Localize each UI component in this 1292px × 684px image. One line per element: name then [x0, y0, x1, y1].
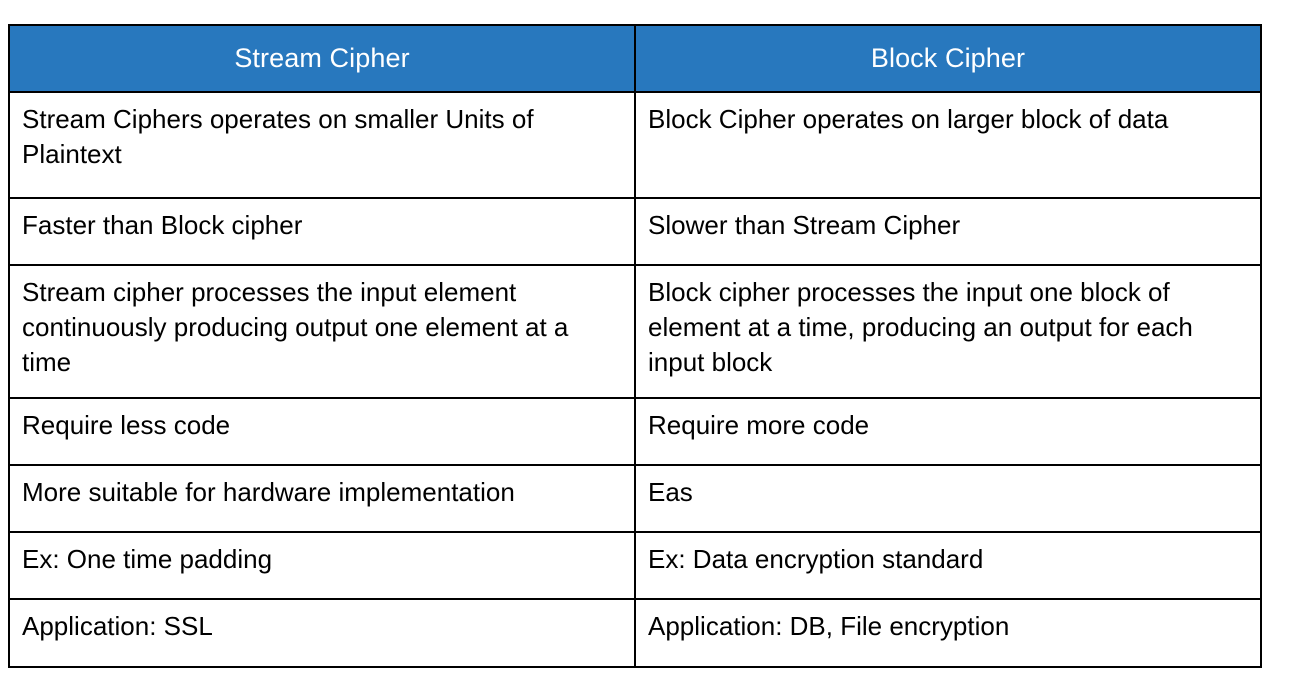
- cell-block-cipher-4: Require more code: [634, 397, 1262, 466]
- column-header-stream-cipher: Stream Cipher: [8, 24, 636, 93]
- cipher-comparison-table: Stream Cipher Block Cipher Stream Cipher…: [8, 24, 1262, 668]
- cell-block-cipher-1: Block Cipher operates on larger block of…: [634, 91, 1262, 199]
- table-row: Faster than Block cipher Slower than Str…: [8, 197, 1262, 266]
- cell-block-cipher-7: Application: DB, File encryption: [634, 598, 1262, 668]
- cell-stream-cipher-6: Ex: One time padding: [8, 531, 636, 600]
- cell-block-cipher-3: Block cipher processes the input one blo…: [634, 264, 1262, 399]
- table-header: Stream Cipher Block Cipher: [8, 24, 1262, 93]
- table-row: More suitable for hardware implementatio…: [8, 464, 1262, 533]
- cell-block-cipher-2: Slower than Stream Cipher: [634, 197, 1262, 266]
- cell-stream-cipher-4: Require less code: [8, 397, 636, 466]
- cell-block-cipher-5: Eas: [634, 464, 1262, 533]
- cell-stream-cipher-5: More suitable for hardware implementatio…: [8, 464, 636, 533]
- cell-block-cipher-6: Ex: Data encryption standard: [634, 531, 1262, 600]
- cell-stream-cipher-7: Application: SSL: [8, 598, 636, 668]
- table-row: Stream Ciphers operates on smaller Units…: [8, 91, 1262, 199]
- table-row: Require less code Require more code: [8, 397, 1262, 466]
- cell-stream-cipher-3: Stream cipher processes the input elemen…: [8, 264, 636, 399]
- table-row: Application: SSL Application: DB, File e…: [8, 598, 1262, 668]
- table-header-row: Stream Cipher Block Cipher: [8, 24, 1262, 93]
- cell-stream-cipher-2: Faster than Block cipher: [8, 197, 636, 266]
- table-row: Ex: One time padding Ex: Data encryption…: [8, 531, 1262, 600]
- column-header-block-cipher: Block Cipher: [634, 24, 1262, 93]
- table-row: Stream cipher processes the input elemen…: [8, 264, 1262, 399]
- cell-stream-cipher-1: Stream Ciphers operates on smaller Units…: [8, 91, 636, 199]
- table-body: Stream Ciphers operates on smaller Units…: [8, 91, 1262, 668]
